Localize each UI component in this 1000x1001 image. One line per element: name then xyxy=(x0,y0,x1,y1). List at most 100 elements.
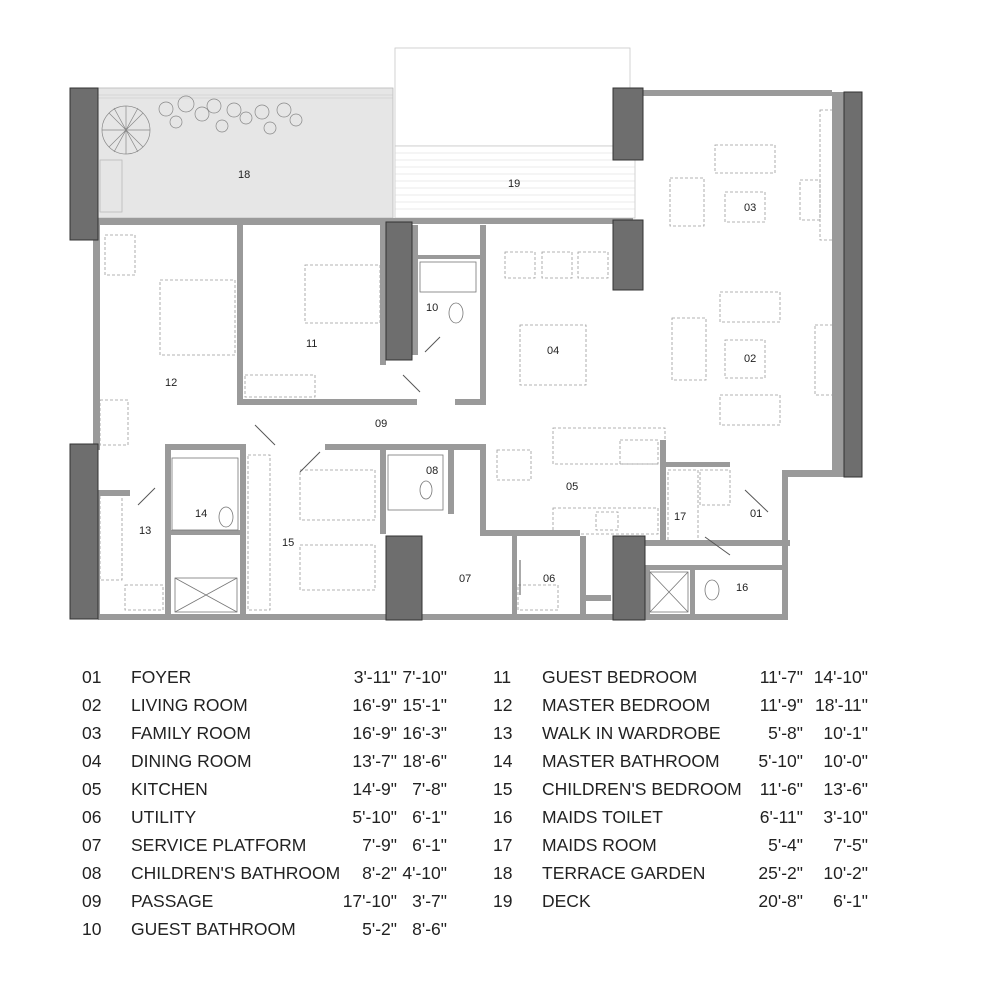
legend-row: 02 LIVING ROOM 16'-9" 15'-1" xyxy=(82,691,482,719)
room-number: 18 xyxy=(493,863,513,883)
room-dim-1: 6'-11" xyxy=(759,807,803,827)
room-dim-2: 3'-10" xyxy=(823,807,868,827)
room-dim-1: 11'-6" xyxy=(759,779,803,799)
interior-walls xyxy=(93,90,844,620)
room-label: 19 xyxy=(508,178,520,190)
legend-row: 14 MASTER BATHROOM 5'-10" 10'-0" xyxy=(493,747,893,775)
legend-row: 13 WALK IN WARDROBE 5'-8" 10'-1" xyxy=(493,719,893,747)
plant-icon xyxy=(101,95,303,155)
room-name: MAIDS TOILET xyxy=(542,807,663,827)
room-label: 18 xyxy=(238,169,250,181)
legend-row: 08 CHILDREN'S BATHROOM 8'-2" 4'-10" xyxy=(82,859,482,887)
room-dim-2: 15'-1" xyxy=(402,695,447,715)
room-dim-2: 6'-1" xyxy=(833,891,868,911)
legend-row: 07 SERVICE PLATFORM 7'-9" 6'-1" xyxy=(82,831,482,859)
room-dim-2: 16'-3" xyxy=(402,723,447,743)
room-number: 05 xyxy=(82,779,102,799)
room-number: 16 xyxy=(493,807,513,827)
terrace-garden xyxy=(97,87,394,219)
room-dim-2: 3'-7" xyxy=(412,891,447,911)
legend-row: 18 TERRACE GARDEN 25'-2" 10'-2" xyxy=(493,859,893,887)
room-label: 09 xyxy=(375,418,387,430)
room-number: 14 xyxy=(493,751,513,771)
room-number: 19 xyxy=(493,891,513,911)
room-dim-1: 16'-9" xyxy=(352,695,397,715)
room-dim-2: 18'-6" xyxy=(402,751,447,771)
room-numbers: 01 02 03 04 05 06 07 08 09 10 11 12 13 1… xyxy=(139,169,762,594)
room-dim-1: 11'-9" xyxy=(759,695,803,715)
legend-row: 06 UTILITY 5'-10" 6'-1" xyxy=(82,803,482,831)
room-dim-1: 5'-8" xyxy=(768,723,803,743)
room-label: 14 xyxy=(195,508,207,520)
room-number: 02 xyxy=(82,695,102,715)
legend-row: 12 MASTER BEDROOM 11'-9" 18'-11" xyxy=(493,691,893,719)
bathroom-fixtures xyxy=(171,261,720,613)
room-dim-1: 5'-10" xyxy=(758,751,803,771)
room-label: 17 xyxy=(674,511,686,523)
room-number: 12 xyxy=(493,695,513,715)
room-label: 15 xyxy=(282,537,294,549)
room-label: 16 xyxy=(736,582,748,594)
room-name: FOYER xyxy=(131,667,192,687)
room-dim-2: 7'-5" xyxy=(833,835,868,855)
room-label: 10 xyxy=(426,302,438,314)
room-dim-1: 17'-10" xyxy=(342,891,397,911)
room-name: TERRACE GARDEN xyxy=(542,863,706,883)
room-label: 11 xyxy=(306,338,317,350)
room-dim-1: 11'-7" xyxy=(759,667,803,687)
room-name: CHILDREN'S BEDROOM xyxy=(542,779,742,799)
room-name: FAMILY ROOM xyxy=(131,723,251,743)
room-label: 03 xyxy=(744,202,756,214)
room-dim-2: 6'-1" xyxy=(412,835,447,855)
room-name: KITCHEN xyxy=(131,779,208,799)
room-number: 15 xyxy=(493,779,513,799)
room-dim-2: 14'-10" xyxy=(813,667,868,687)
room-number: 08 xyxy=(82,863,102,883)
room-name: DECK xyxy=(542,891,591,911)
room-dim-1: 8'-2" xyxy=(362,863,397,883)
room-number: 07 xyxy=(82,835,102,855)
legend-row: 01 FOYER 3'-11" 7'-10" xyxy=(82,663,482,691)
legend-row: 16 MAIDS TOILET 6'-11" 3'-10" xyxy=(493,803,893,831)
furniture xyxy=(99,109,838,611)
room-number: 17 xyxy=(493,835,513,855)
room-dim-2: 10'-2" xyxy=(823,863,868,883)
room-label: 08 xyxy=(426,465,438,477)
room-dim-2: 10'-1" xyxy=(823,723,868,743)
room-dim-2: 7'-10" xyxy=(402,667,447,687)
room-dim-2: 13'-6" xyxy=(823,779,868,799)
room-dim-1: 20'-8" xyxy=(758,891,803,911)
room-name: WALK IN WARDROBE xyxy=(542,723,721,743)
room-number: 10 xyxy=(82,919,102,939)
room-dim-2: 6'-1" xyxy=(412,807,447,827)
floor-plan: 01 02 03 04 05 06 07 08 09 10 11 12 13 1… xyxy=(69,47,863,621)
room-label: 02 xyxy=(744,353,756,365)
room-name: CHILDREN'S BATHROOM xyxy=(131,863,341,883)
legend-row: 19 DECK 20'-8" 6'-1" xyxy=(493,887,893,915)
room-name: GUEST BEDROOM xyxy=(542,667,698,687)
room-dim-2: 8'-6" xyxy=(412,919,447,939)
room-dim-1: 5'-2" xyxy=(362,919,397,939)
room-label: 07 xyxy=(459,573,471,585)
room-number: 11 xyxy=(493,667,512,687)
room-number: 09 xyxy=(82,891,102,911)
room-label: 06 xyxy=(543,573,555,585)
room-name: UTILITY xyxy=(131,807,197,827)
room-name: MAIDS ROOM xyxy=(542,835,657,855)
legend-row: 09 PASSAGE 17'-10" 3'-7" xyxy=(82,887,482,915)
room-dim-2: 4'-10" xyxy=(402,863,447,883)
room-dim-1: 13'-7" xyxy=(352,751,397,771)
room-dim-1: 5'-10" xyxy=(352,807,397,827)
door-swings xyxy=(137,336,769,595)
room-dim-1: 25'-2" xyxy=(758,863,803,883)
room-dim-1: 3'-11" xyxy=(353,667,397,687)
room-name: GUEST BATHROOM xyxy=(131,919,296,939)
room-number: 01 xyxy=(82,667,102,687)
room-label: 01 xyxy=(750,508,762,520)
legend-row: 15 CHILDREN'S BEDROOM 11'-6" 13'-6" xyxy=(493,775,893,803)
room-name: MASTER BATHROOM xyxy=(542,751,720,771)
legend-row: 04 DINING ROOM 13'-7" 18'-6" xyxy=(82,747,482,775)
room-dim-1: 14'-9" xyxy=(352,779,397,799)
room-name: SERVICE PLATFORM xyxy=(131,835,307,855)
room-dim-1: 16'-9" xyxy=(352,723,397,743)
